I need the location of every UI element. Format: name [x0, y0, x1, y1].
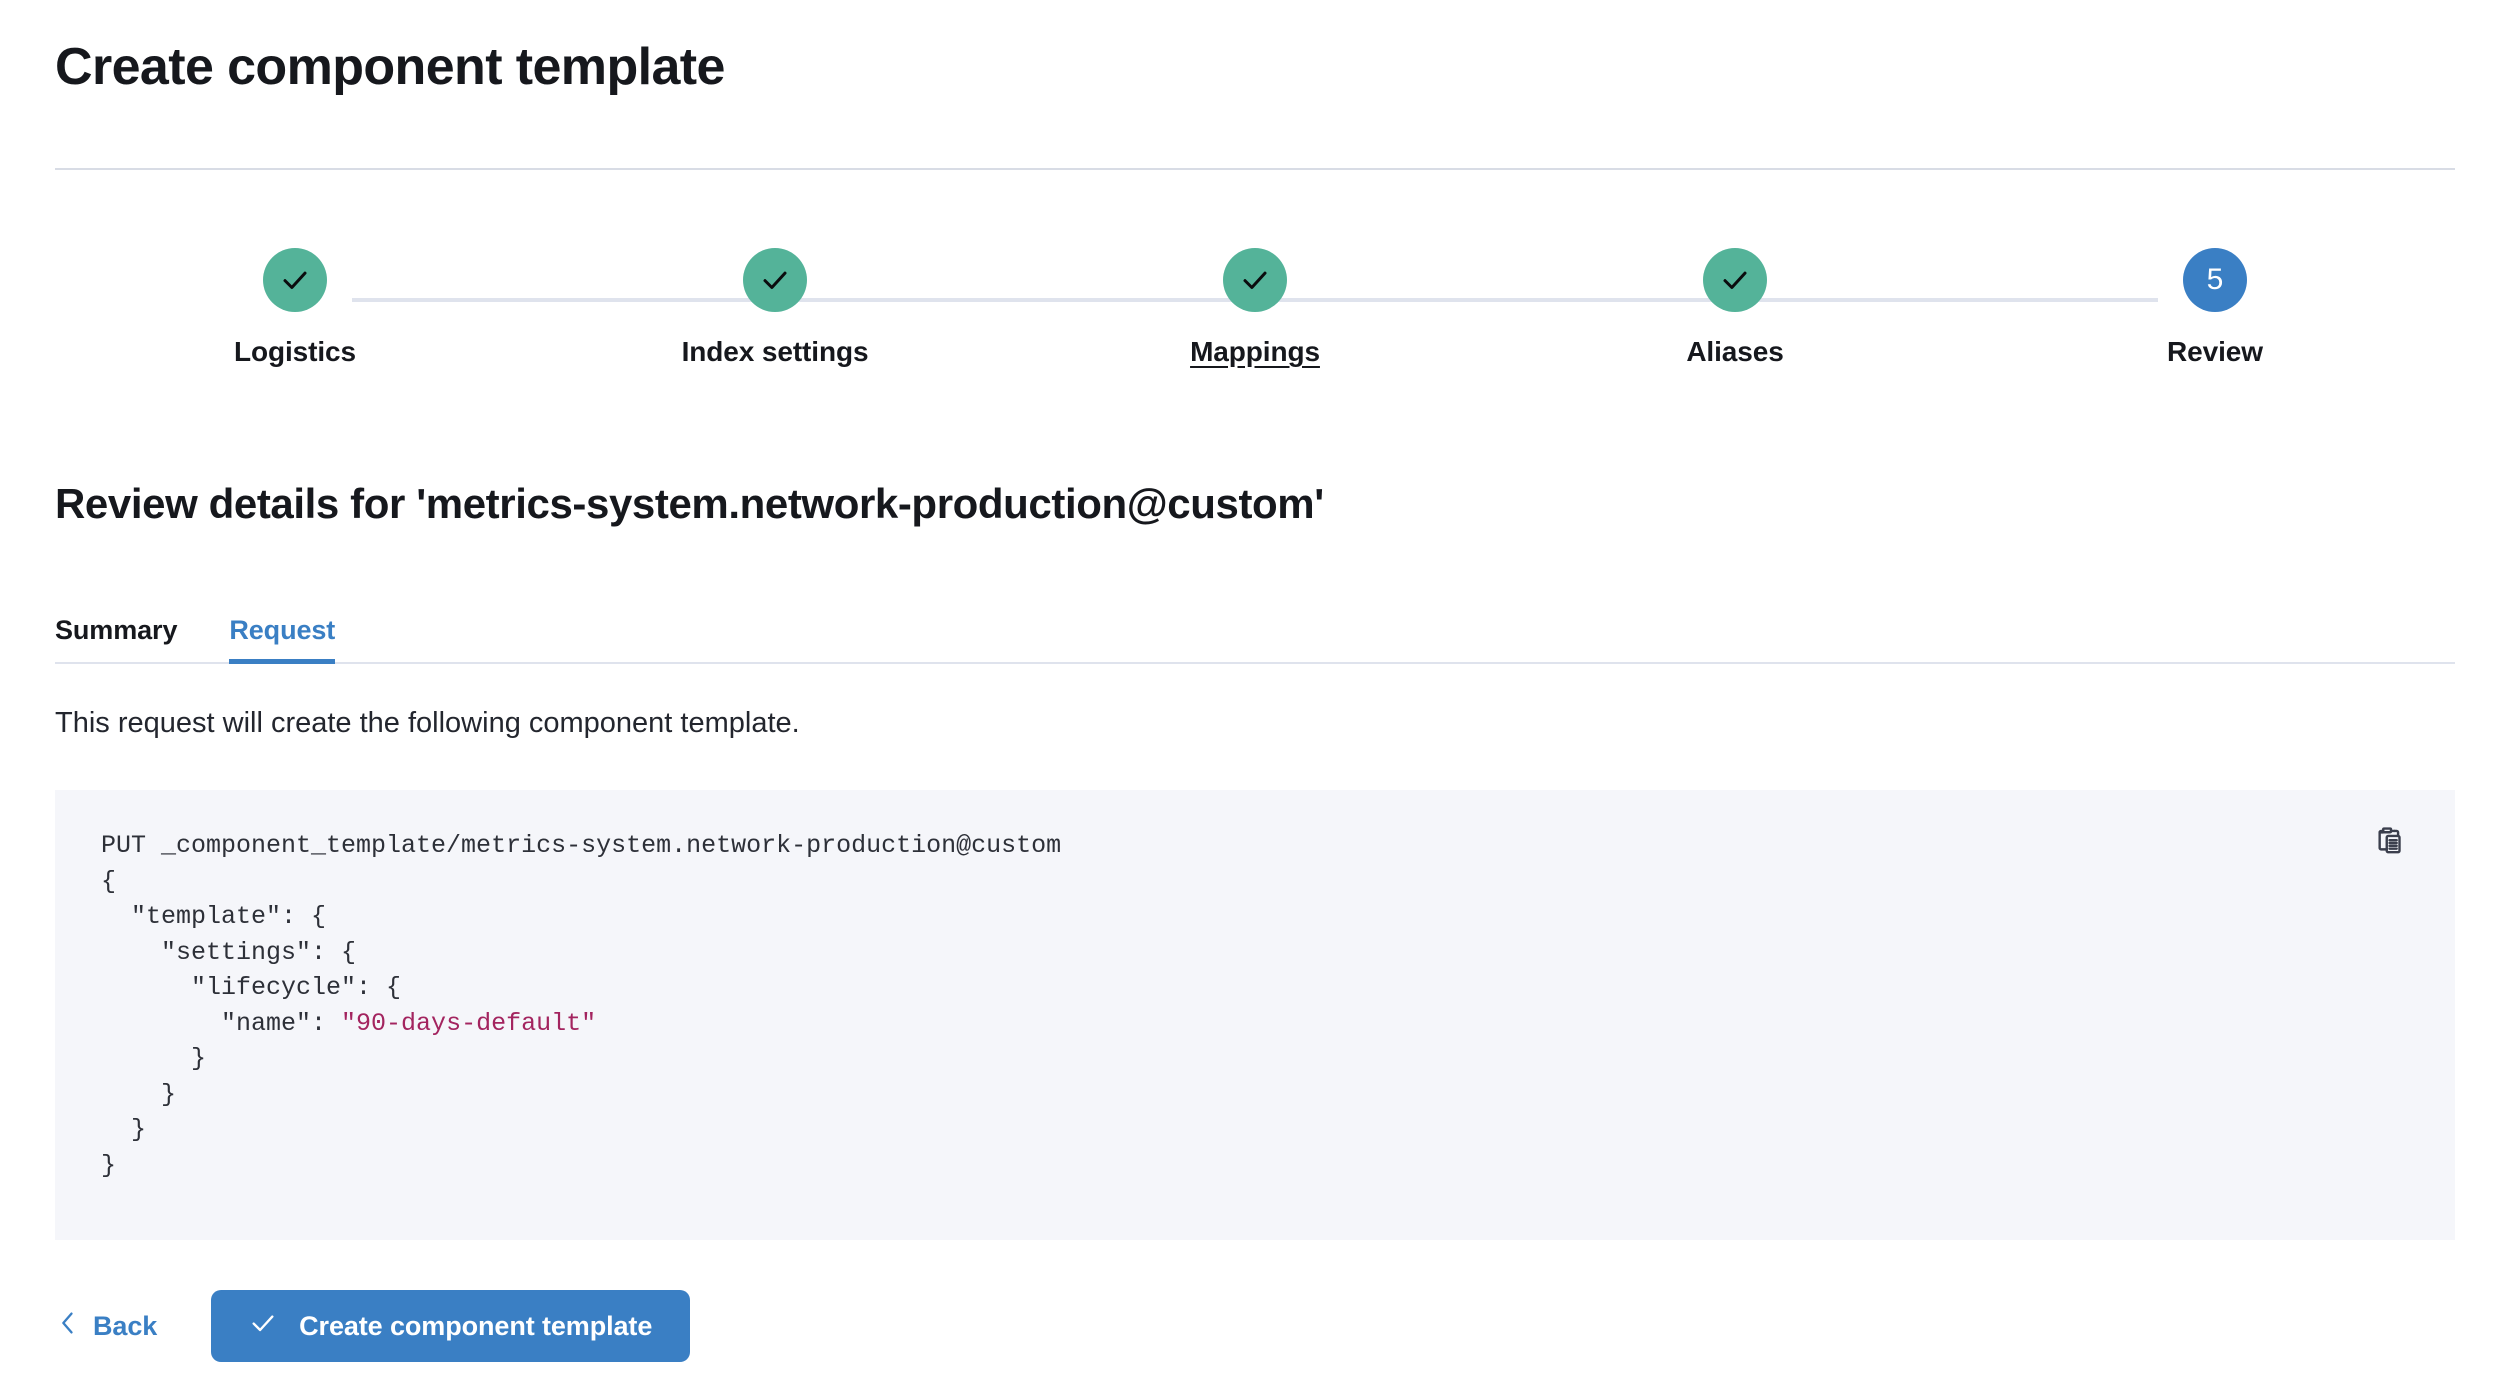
tab-list: Summary Request — [55, 596, 335, 664]
wizard-footer-actions: Back Create component template — [55, 1290, 691, 1362]
review-details-heading: Review details for 'metrics-system.netwo… — [55, 480, 1324, 527]
step-index-settings-label: Index settings — [681, 336, 869, 367]
tabs-divider — [55, 662, 2455, 664]
step-logistics-label: Logistics — [233, 336, 356, 367]
step-review-circle[interactable]: 5 — [2183, 248, 2247, 312]
code-line-close-template: } — [101, 1115, 147, 1144]
create-component-template-button[interactable]: Create component template — [211, 1290, 691, 1362]
code-line-close-lifecycle: } — [101, 1044, 207, 1073]
back-button-label: Back — [93, 1310, 158, 1341]
wizard-stepper: Logistics Index settings Mappings — [55, 248, 2455, 393]
step-review-label: Review — [2167, 336, 2263, 367]
page-title: Create component template — [55, 38, 725, 96]
back-button[interactable]: Back — [55, 1305, 159, 1348]
code-line-put: PUT _component_template/metrics-system.n… — [101, 831, 1062, 860]
copy-to-clipboard-button[interactable] — [2369, 822, 2413, 866]
request-code-block: PUT _component_template/metrics-system.n… — [55, 790, 2455, 1240]
check-icon — [760, 265, 790, 295]
clipboard-copy-icon — [2374, 826, 2408, 863]
step-aliases-label: Aliases — [1686, 336, 1784, 367]
code-line-open-brace: { — [101, 866, 117, 896]
step-aliases[interactable]: Aliases — [1495, 248, 1975, 368]
step-mappings-label: Mappings — [1190, 336, 1320, 367]
step-review[interactable]: 5 Review — [1975, 248, 2455, 368]
check-icon — [1240, 265, 1270, 295]
check-icon — [249, 1309, 277, 1344]
code-line-name-value: "90-days-default" — [341, 1008, 597, 1038]
code-line-close-settings: } — [101, 1079, 177, 1109]
step-mappings-circle[interactable] — [1223, 248, 1287, 312]
request-code-text: PUT _component_template/metrics-system.n… — [101, 828, 1061, 1183]
step-aliases-circle[interactable] — [1703, 248, 1767, 312]
check-icon — [1720, 265, 1750, 295]
tab-summary[interactable]: Summary — [55, 615, 178, 645]
chevron-left-icon — [57, 1309, 79, 1344]
step-mappings[interactable]: Mappings — [1015, 248, 1495, 368]
review-tabs: Summary Request — [55, 596, 2455, 664]
request-description: This request will create the following c… — [55, 707, 800, 739]
step-logistics-circle[interactable] — [263, 248, 327, 312]
step-index-settings[interactable]: Index settings — [535, 248, 1015, 368]
header-divider — [55, 168, 2455, 170]
code-line-template: "template": { — [101, 902, 327, 931]
check-icon — [280, 265, 310, 295]
step-logistics[interactable]: Logistics — [55, 248, 535, 368]
code-line-name-key: "name": — [101, 1008, 342, 1038]
tab-request[interactable]: Request — [229, 596, 335, 664]
code-line-lifecycle: "lifecycle": { — [101, 973, 402, 1002]
code-line-settings: "settings": { — [101, 937, 357, 967]
code-line-close-root: } — [101, 1150, 117, 1180]
step-index-settings-circle[interactable] — [743, 248, 807, 312]
step-review-number: 5 — [2206, 263, 2224, 296]
create-component-template-button-label: Create component template — [299, 1310, 653, 1341]
